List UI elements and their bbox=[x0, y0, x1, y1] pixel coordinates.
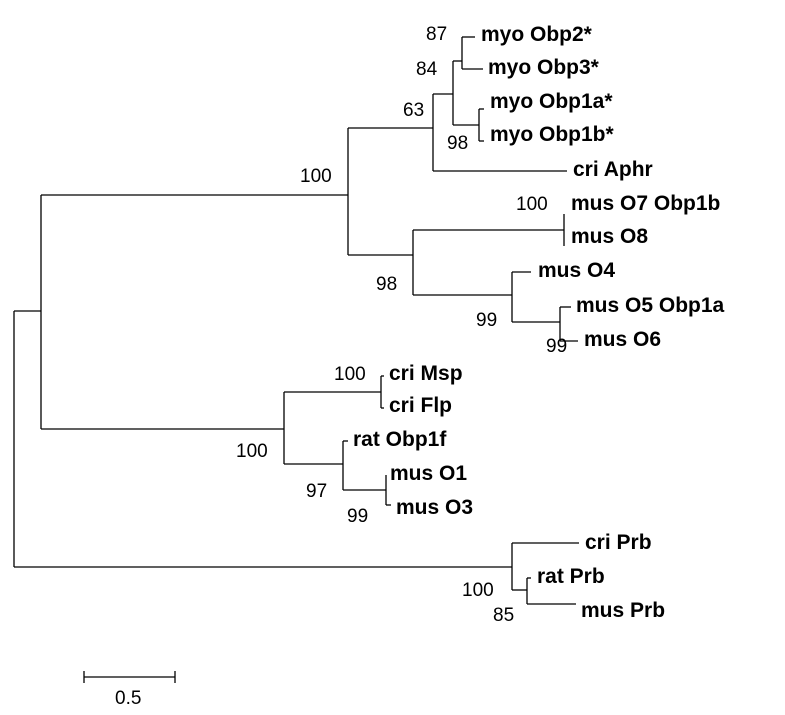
leaf-label-mus-o6: mus O6 bbox=[584, 328, 661, 351]
leaf-label-cri-aphr: cri Aphr bbox=[573, 158, 653, 181]
leaf-label-cri-msp: cri Msp bbox=[389, 362, 463, 385]
support-value: 63 bbox=[403, 100, 424, 121]
support-value: 100 bbox=[300, 166, 332, 187]
scale-bar: 0.5 bbox=[83, 671, 176, 709]
support-value: 99 bbox=[347, 506, 368, 527]
support-value: 87 bbox=[426, 24, 447, 45]
leaf-label-rat-prb: rat Prb bbox=[537, 565, 605, 588]
support-value: 98 bbox=[447, 133, 468, 154]
leaf-label-myo-obp1b: myo Obp1b* bbox=[490, 123, 615, 146]
leaf-label-mus-prb: mus Prb bbox=[581, 599, 665, 622]
leaf-label-myo-obp3: myo Obp3* bbox=[488, 56, 600, 79]
leaf-label-myo-obp1a: myo Obp1a* bbox=[490, 90, 613, 113]
leaf-label-mus-o8: mus O8 bbox=[571, 225, 648, 248]
support-value: 97 bbox=[306, 481, 327, 502]
support-value: 100 bbox=[516, 194, 548, 215]
support-value: 100 bbox=[236, 441, 268, 462]
leaf-label-cri-prb: cri Prb bbox=[585, 531, 652, 554]
leaf-label-mus-o3: mus O3 bbox=[396, 496, 473, 519]
support-value: 98 bbox=[376, 274, 397, 295]
leaf-label-mus-o4: mus O4 bbox=[538, 259, 615, 282]
support-value: 100 bbox=[334, 364, 366, 385]
support-value: 84 bbox=[416, 59, 438, 80]
leaf-label-mus-o5-obp1a: mus O5 Obp1a bbox=[576, 294, 725, 317]
support-value: 85 bbox=[493, 605, 514, 626]
support-value: 99 bbox=[476, 310, 497, 331]
leaf-label-mus-o1: mus O1 bbox=[390, 462, 467, 485]
leaf-label-mus-o7-obp1b: mus O7 Obp1b bbox=[571, 192, 720, 215]
scale-bar-label: 0.5 bbox=[115, 688, 141, 709]
leaf-label-myo-obp2: myo Obp2* bbox=[481, 23, 593, 46]
support-value: 99 bbox=[546, 336, 567, 357]
support-value: 100 bbox=[462, 580, 494, 601]
leaf-label-rat-obp1f: rat Obp1f bbox=[353, 428, 447, 451]
tree-branches bbox=[13, 36, 579, 605]
leaf-label-cri-flp: cri Flp bbox=[389, 394, 452, 417]
